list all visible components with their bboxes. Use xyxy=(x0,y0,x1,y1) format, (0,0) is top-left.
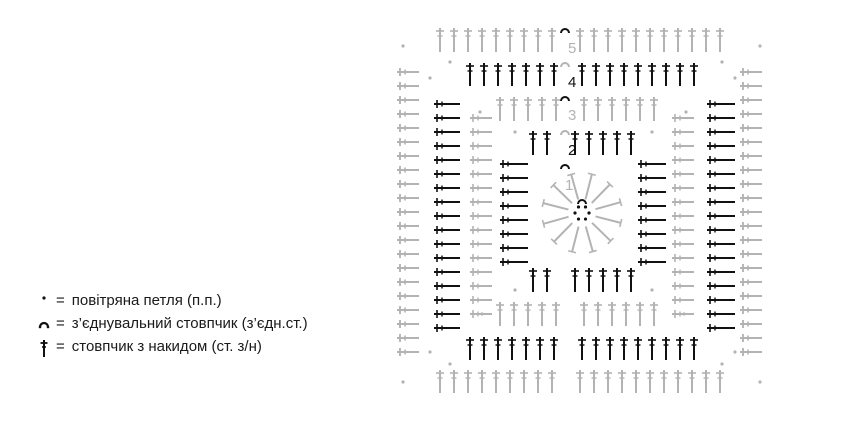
chain-stitch xyxy=(720,362,724,366)
chain-stitch xyxy=(576,217,581,221)
dc-stitch xyxy=(552,184,573,204)
dc-stitch xyxy=(570,174,580,200)
chain-stitch-icon xyxy=(42,295,46,300)
chain-stitch xyxy=(733,350,737,354)
slip-stitch xyxy=(560,130,570,136)
legend-equals: = xyxy=(56,292,65,309)
chain-stitch xyxy=(513,130,517,134)
chain-stitch xyxy=(576,205,581,209)
chain-stitch xyxy=(720,60,724,64)
stitch-layer xyxy=(397,28,762,393)
round-number-layer: 1 2 3 4 5 xyxy=(565,40,576,194)
chain-stitch xyxy=(401,380,405,384)
dc-stitch xyxy=(595,201,621,211)
dc-stitch xyxy=(591,222,612,242)
legend: = повітряна петля (п.п.) = з’єднувальний… xyxy=(34,289,308,358)
legend-text-double-crochet: стовпчик з накидом (ст. з/н) xyxy=(71,338,262,355)
round-number-1: 1 xyxy=(565,177,573,194)
legend-text-slip-stitch: з’єднувальний стовпчик (з’єдн.ст.) xyxy=(71,315,308,332)
legend-row-slip-stitch: = з’єднувальний стовпчик (з’єдн.ст.) xyxy=(34,312,308,335)
double-crochet-icon xyxy=(40,339,48,357)
round-number-2: 2 xyxy=(568,142,576,159)
legend-row-chain: = повітряна петля (п.п.) xyxy=(34,289,308,312)
slip-stitch xyxy=(560,164,570,170)
dc-stitch-top xyxy=(550,238,558,245)
legend-row-double-crochet: = стовпчик з накидом (ст. з/н) xyxy=(34,335,308,358)
chain-stitch xyxy=(684,110,688,114)
chain-stitch xyxy=(448,362,452,366)
dc-stitch-top xyxy=(607,237,614,245)
dc-stitch-top xyxy=(541,219,546,228)
chain-stitch xyxy=(682,312,686,316)
dc-stitch-top xyxy=(587,172,596,177)
chain-stitch xyxy=(583,217,588,221)
dc-stitch-top xyxy=(567,172,576,177)
chain-stitch xyxy=(733,76,737,80)
round-number-5: 5 xyxy=(568,40,576,57)
legend-equals: = xyxy=(56,338,65,355)
chain-stitch xyxy=(428,350,432,354)
chain-stitch xyxy=(513,288,517,292)
dc-stitch-top xyxy=(588,249,597,254)
dc-stitch-top xyxy=(568,249,577,254)
chain-stitch xyxy=(587,211,591,215)
dc-stitch xyxy=(553,222,573,243)
chain-stitch xyxy=(480,312,484,316)
chain-stitch xyxy=(401,44,405,48)
slip-stitch-icon xyxy=(38,321,50,328)
dc-stitch xyxy=(543,215,569,225)
round-number-3: 3 xyxy=(568,107,576,124)
slip-stitch xyxy=(577,199,587,205)
dc-stitch xyxy=(542,202,569,211)
round-number-4: 4 xyxy=(568,74,576,91)
dc-stitch xyxy=(595,215,622,224)
chain-stitch xyxy=(428,76,432,80)
chain-stitch xyxy=(448,60,452,64)
dc-stitch-top xyxy=(618,218,623,227)
chain-stitch xyxy=(573,211,577,215)
dc-stitch xyxy=(584,226,594,252)
dc-stitch-top xyxy=(606,181,614,188)
legend-equals: = xyxy=(56,315,65,332)
slip-stitch xyxy=(560,62,570,68)
legend-text-chain: повітряна петля (п.п.) xyxy=(71,292,222,309)
dc-stitch-top xyxy=(541,199,546,208)
slip-stitch xyxy=(560,28,570,34)
slip-stitch xyxy=(560,96,570,102)
chain-stitch xyxy=(583,205,588,209)
chain-stitch xyxy=(650,288,654,292)
chain-stitch xyxy=(650,130,654,134)
chain-stitch xyxy=(758,44,762,48)
chain-stitch xyxy=(758,380,762,384)
dc-stitch xyxy=(571,226,580,253)
chain-stitch xyxy=(478,110,482,114)
dc-stitch-top xyxy=(550,181,557,189)
dc-stitch-top xyxy=(618,198,623,207)
dc-stitch xyxy=(591,183,611,204)
dc-stitch xyxy=(584,173,593,200)
